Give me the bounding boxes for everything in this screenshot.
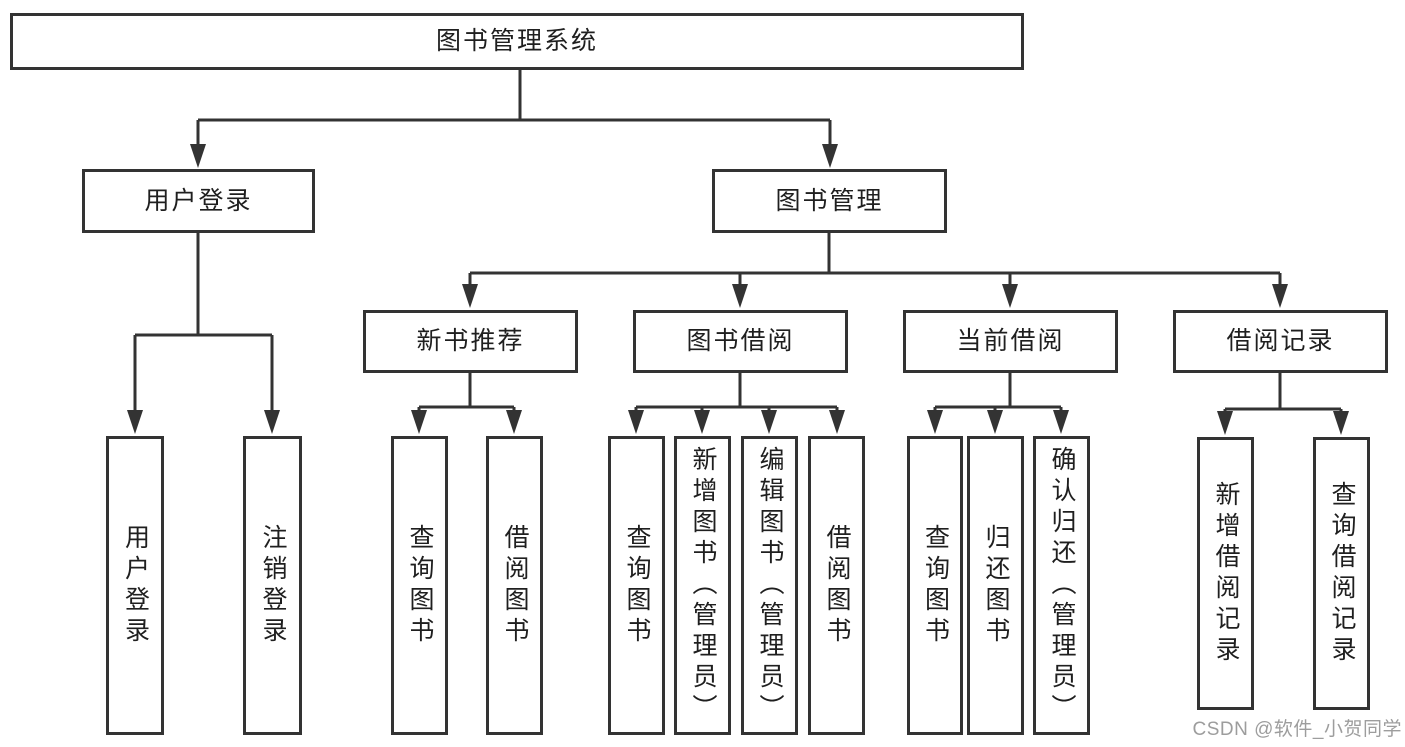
leaf-label: 确认归还（管理员） — [1048, 446, 1076, 725]
node-borrowing-records: 借阅记录 — [1173, 310, 1388, 373]
leaf-label: 编辑图书（管理员） — [756, 446, 784, 725]
node-label: 图书管理 — [775, 186, 884, 215]
leaf-borrow-books-2: 借阅图书 — [808, 436, 865, 735]
node-label: 借阅记录 — [1226, 327, 1335, 355]
leaf-confirm-return-admin: 确认归还（管理员） — [1033, 436, 1090, 735]
node-new-book-recommendation: 新书推荐 — [363, 310, 578, 373]
leaf-label: 新增借阅记录 — [1212, 480, 1240, 667]
leaf-borrow-books: 借阅图书 — [486, 436, 543, 735]
leaf-logout-login: 注销登录 — [243, 436, 302, 735]
leaf-label: 查询图书 — [623, 523, 651, 648]
node-label: 当前借阅 — [956, 327, 1065, 355]
leaf-query-books: 查询图书 — [391, 436, 448, 735]
leaf-label: 查询图书 — [406, 523, 434, 648]
node-book-management: 图书管理 — [712, 169, 947, 233]
leaf-query-borrow-record: 查询借阅记录 — [1313, 437, 1370, 710]
leaf-label: 借阅图书 — [823, 523, 851, 648]
leaf-label: 查询图书 — [921, 523, 950, 648]
leaf-label: 归还图书 — [982, 523, 1010, 648]
leaf-add-books-admin: 新增图书（管理员） — [674, 436, 731, 735]
leaf-edit-books-admin: 编辑图书（管理员） — [741, 436, 798, 735]
node-label: 用户登录 — [144, 186, 253, 215]
leaf-label: 新增图书（管理员） — [689, 446, 717, 725]
node-label: 新书推荐 — [416, 327, 525, 355]
csdn-watermark: CSDN @软件_小贺同学 — [1192, 719, 1402, 740]
node-current-borrowing: 当前借阅 — [903, 310, 1118, 373]
leaf-query-books-2: 查询图书 — [608, 436, 665, 735]
node-library-management-system: 图书管理系统 — [10, 13, 1024, 70]
leaf-label: 用户登录 — [121, 523, 150, 648]
leaf-label: 查询借阅记录 — [1328, 480, 1356, 667]
leaf-label: 借阅图书 — [501, 523, 529, 648]
leaf-return-books: 归还图书 — [967, 436, 1024, 735]
leaf-user-login: 用户登录 — [106, 436, 164, 735]
node-label: 图书管理系统 — [435, 27, 598, 55]
leaf-label: 注销登录 — [259, 523, 287, 648]
leaf-query-books-3: 查询图书 — [907, 436, 963, 735]
leaf-add-borrow-record: 新增借阅记录 — [1197, 437, 1254, 710]
node-user-login: 用户登录 — [82, 169, 315, 233]
node-label: 图书借阅 — [686, 327, 795, 355]
node-book-borrowing: 图书借阅 — [633, 310, 848, 373]
